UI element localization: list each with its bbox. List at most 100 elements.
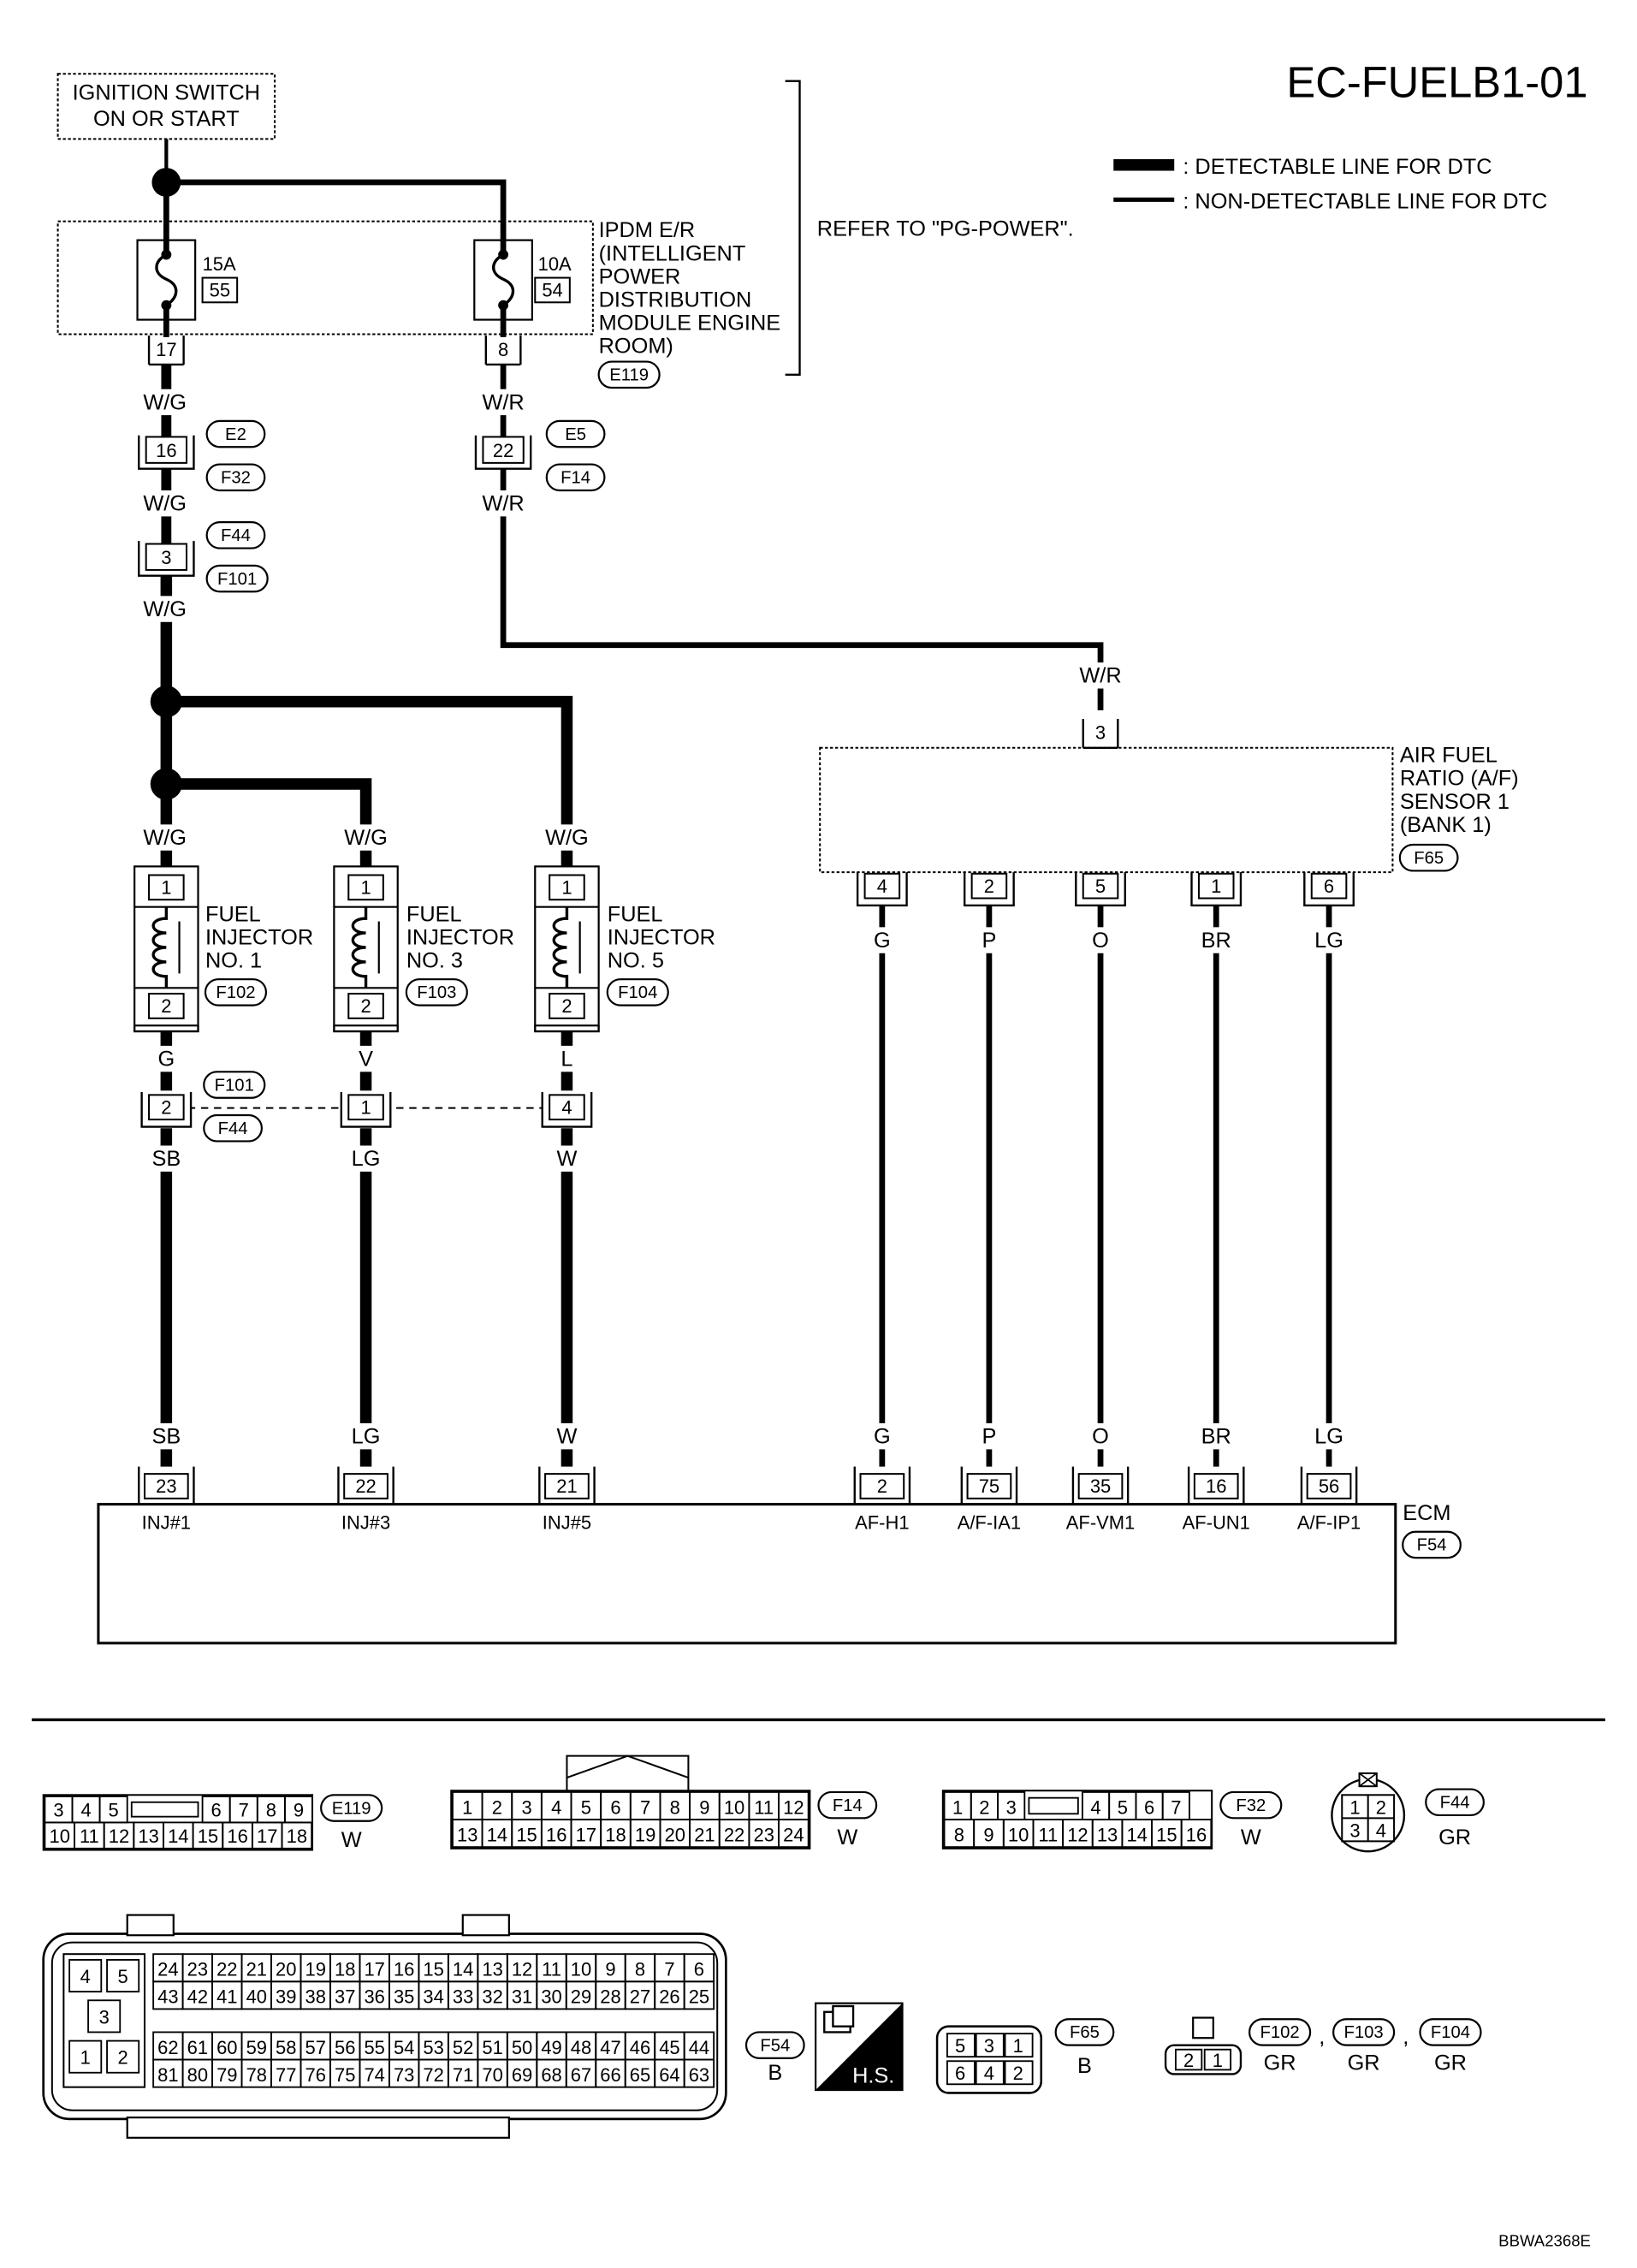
af-sensor-pins: 4 2 5 1 6	[856, 872, 1355, 907]
f54-pin: 18	[335, 1959, 355, 1980]
f54-pin-2: 2	[118, 2047, 128, 2069]
wire-label-bg	[539, 824, 595, 851]
wire-label-lg: LG	[1314, 1425, 1343, 1449]
wire-label-bg	[477, 490, 532, 517]
f54-pin: 32	[482, 1986, 502, 2008]
f54-pin: 62	[157, 2037, 178, 2058]
fuel-injector-5	[534, 865, 600, 1033]
ecm-connector-badge	[1402, 1530, 1462, 1559]
f32-pin: 7	[1171, 1796, 1181, 1818]
joint-2-cover	[141, 1090, 192, 1129]
inj-conn-pin-1: 1	[1213, 2050, 1223, 2071]
wire-label-bg	[549, 1422, 584, 1450]
wire-label-bg	[1307, 1422, 1351, 1450]
ignition-switch-label-2: ON OR START	[93, 107, 240, 131]
f54-pin: 30	[541, 1986, 561, 2008]
af-sensor-label-line: RATIO (A/F)	[1400, 767, 1519, 791]
ecm-pin-box	[1193, 1473, 1239, 1499]
injector-1-pin-top: 1	[161, 876, 171, 898]
f54-pin: 79	[216, 2064, 237, 2086]
wire-label-p: P	[982, 929, 996, 953]
e119-pin: 9	[294, 1800, 304, 1821]
wire-label-bg	[137, 490, 193, 517]
f65-pin: 5	[955, 2035, 965, 2057]
wire-label-bg	[149, 1045, 184, 1072]
f44-pin-2: 2	[1376, 1796, 1386, 1818]
wire-label-bg	[1307, 927, 1351, 953]
ecm-pin-23: 23	[156, 1475, 176, 1497]
af-sensor-box	[819, 746, 1394, 874]
wire-label-wr: W/R	[1079, 664, 1121, 688]
wire-label-bg	[137, 824, 193, 851]
ecm-pin-box	[1077, 1473, 1124, 1499]
f54-pin: 54	[394, 2037, 414, 2058]
f54-pin: 73	[394, 2064, 414, 2086]
f54-pin: 57	[305, 2037, 326, 2058]
f54-cell-3	[87, 1999, 122, 2033]
wire-label-bg	[1194, 1422, 1238, 1450]
wire-label-bg	[137, 596, 193, 622]
injector-3-label: NO. 3	[406, 949, 463, 973]
f14-pin: 23	[753, 1824, 774, 1845]
f54-pin-5: 5	[118, 1966, 128, 1987]
f65-outer	[935, 2025, 1043, 2094]
f54-pin: 67	[571, 2064, 591, 2086]
refer-bracket	[785, 80, 801, 376]
e119-pin: 16	[227, 1826, 247, 1847]
f54-cell-4	[68, 1959, 103, 1993]
f54-pin: 7	[664, 1959, 674, 1980]
injector-3-connector-badge	[405, 978, 468, 1006]
injector-5-label: FUEL	[608, 903, 663, 927]
injector-3-pin-bot-box	[347, 993, 384, 1019]
e119-pin: 13	[138, 1826, 158, 1847]
connector-f32-badge	[205, 463, 266, 492]
ipdm-connector-id: E119	[609, 366, 649, 385]
f54-pin: 27	[630, 1986, 650, 2008]
af-sensor-pin-3: 3	[1095, 722, 1106, 744]
f54-pin: 47	[600, 2037, 620, 2058]
f14-pin: 22	[724, 1824, 744, 1845]
inj-conn-cell	[1203, 2048, 1232, 2071]
ecm-connector-id: F54	[1417, 1536, 1447, 1555]
injector-3-label: INJECTOR	[406, 926, 514, 950]
f54-pin: 36	[364, 1986, 384, 2008]
e119-pin: 6	[211, 1800, 222, 1821]
wire-label-p: P	[982, 1425, 996, 1449]
hs-plug-icon-2	[832, 2004, 855, 2028]
f54-pin: 22	[216, 1959, 237, 1980]
f54-pin: 35	[394, 1986, 414, 2008]
connector-f44-color: GR	[1438, 1826, 1471, 1849]
wire-label-w: W	[556, 1147, 577, 1171]
injector-5-pin-bot-box	[549, 993, 585, 1019]
f54-pin: 11	[542, 1959, 561, 1980]
af-pin-4: 4	[877, 876, 887, 897]
f54-pin: 39	[276, 1986, 296, 2008]
wire-ipdm-branch	[166, 179, 507, 255]
injector-1-label: NO. 1	[205, 949, 262, 973]
ecm-pin-75: 75	[979, 1475, 999, 1497]
injector-3-coil	[351, 906, 368, 989]
injector-5-coil	[552, 906, 569, 989]
wire-label-wr: W/R	[482, 492, 524, 516]
ecm-box	[97, 1503, 1397, 1645]
f54-pin: 8	[635, 1959, 645, 1980]
ecm-terminal-afun1: AF-UN1	[1183, 1511, 1250, 1533]
f32-cell	[1180, 1819, 1213, 1849]
f54-pin: 20	[276, 1959, 296, 1980]
injector-1-body	[133, 865, 199, 1027]
f54-pin: 37	[335, 1986, 355, 2008]
f32-pin: 6	[1144, 1796, 1154, 1818]
injector-5-label: INJECTOR	[608, 926, 715, 950]
f54-pin: 14	[453, 1959, 473, 1980]
af-sensor-label-line: SENSOR 1	[1400, 790, 1509, 814]
connector-f14-face-id: F14	[833, 1796, 863, 1815]
f54-pin: 23	[187, 1959, 208, 1980]
fuse-55-element	[155, 253, 178, 307]
inj-conn-f103-badge	[1332, 2018, 1396, 2046]
wire-label-sb: SB	[151, 1425, 181, 1449]
f14-pin: 9	[699, 1796, 709, 1818]
f54-cell	[683, 1980, 715, 2010]
ecm-pin-16: 16	[1206, 1475, 1226, 1497]
